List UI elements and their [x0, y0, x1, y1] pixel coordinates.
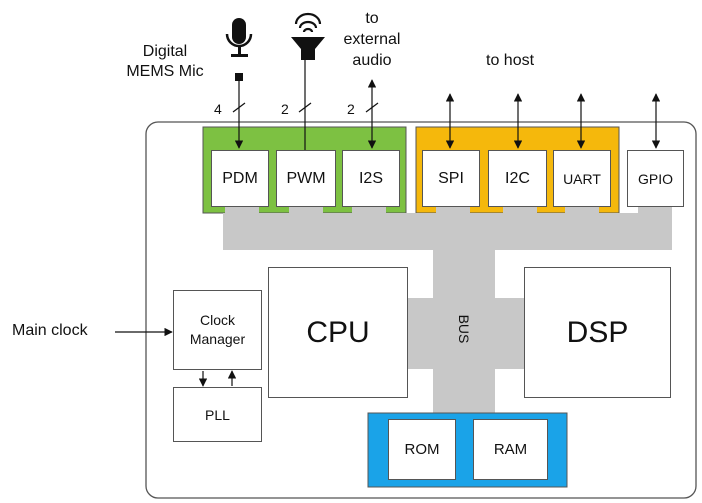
audio-label-line3: audio — [352, 52, 392, 69]
audio-label-line1: to — [365, 10, 379, 27]
rom-block: ROM — [388, 419, 456, 480]
i2s-width-label: 2 — [347, 101, 355, 117]
pwm-block: PWM — [276, 150, 336, 207]
spi-block: SPI — [422, 150, 480, 207]
microphone-icon — [225, 18, 253, 57]
mic-label-line1: Digital — [142, 43, 188, 60]
clock-manager-line1: Clock — [199, 312, 235, 328]
i2s-width-slash — [365, 102, 379, 113]
pdm-block: PDM — [211, 150, 269, 207]
pdm-width-slash — [232, 102, 246, 113]
i2s-block: I2S — [342, 150, 400, 207]
pdm-width-label: 4 — [214, 101, 222, 117]
main-clock-label: Main clock — [12, 322, 88, 339]
mic-connector — [235, 73, 243, 81]
dsp-block: DSP — [524, 267, 671, 398]
i2c-block: I2C — [488, 150, 547, 207]
ram-block: RAM — [473, 419, 548, 480]
pwm-width-label: 2 — [281, 101, 289, 117]
bus-label: BUS — [456, 314, 472, 344]
system-bus — [223, 207, 672, 413]
uart-block: UART — [553, 150, 611, 207]
mic-label: Digital MEMS Mic — [115, 42, 215, 82]
speaker-icon — [291, 12, 325, 60]
audio-label-line2: external — [343, 31, 401, 48]
cpu-block: CPU — [268, 267, 408, 398]
pll-block: PLL — [173, 387, 262, 442]
host-label: to host — [486, 52, 535, 69]
clock-manager-block: Clock Manager — [173, 290, 262, 370]
clock-manager-line2: Manager — [189, 331, 246, 347]
pwm-width-slash — [298, 102, 312, 113]
gpio-block: GPIO — [627, 150, 684, 207]
audio-label: to external audio — [330, 8, 414, 71]
mic-label-line2: MEMS Mic — [126, 63, 204, 80]
